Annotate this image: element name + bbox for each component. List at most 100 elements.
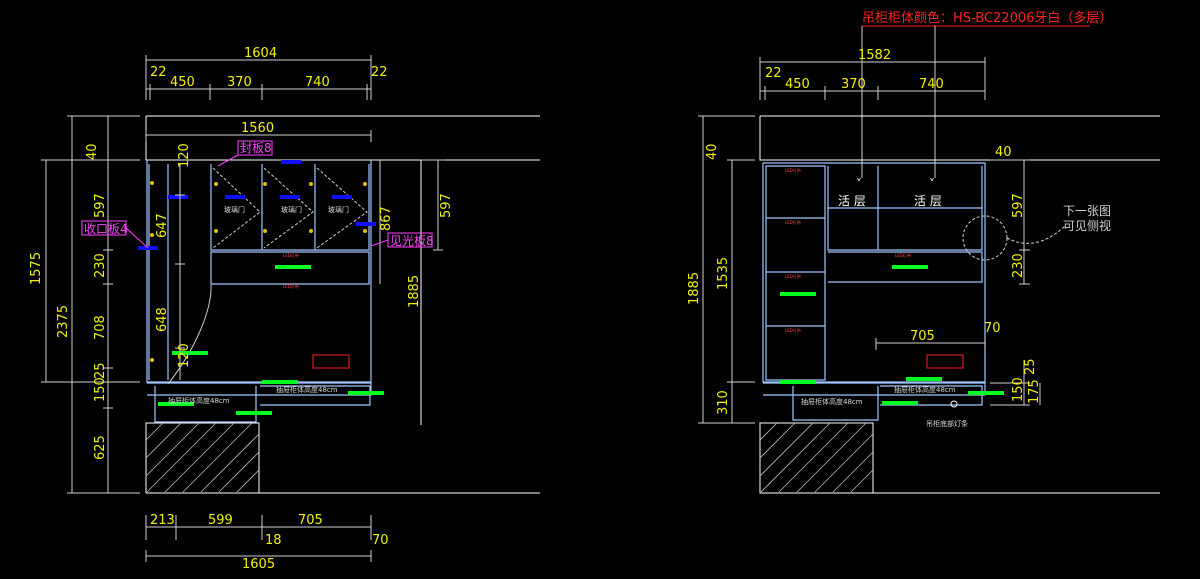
- right-base-board: [763, 382, 986, 396]
- right-right-dimension-lines: [875, 159, 1041, 406]
- right-wall-lines: [759, 115, 1160, 494]
- dim-22-right: 22: [371, 65, 388, 80]
- dim-120-bottom: 120: [177, 343, 192, 368]
- left-top-dimension-lines: [145, 55, 372, 142]
- dim-230: 230: [93, 253, 108, 278]
- mouth-note: 收口板4: [84, 222, 128, 236]
- right-dim-150: 150: [1011, 377, 1026, 402]
- right-lamp-label-5: LED灯带: [895, 252, 911, 258]
- dim-70-bottom: 70: [372, 533, 389, 548]
- dim-648: 648: [155, 307, 170, 332]
- chevron-down-icon: ˅: [856, 177, 862, 191]
- light-note: 见光板8: [390, 234, 434, 248]
- right-open-shelf: [828, 251, 983, 283]
- drawer-label-1: 抽屉柜体高度48cm: [276, 385, 338, 394]
- dim-2375: 2375: [56, 305, 71, 338]
- dim-1885: 1885: [407, 275, 422, 308]
- glass-door-dividers: [261, 164, 316, 250]
- dim-22-left: 22: [150, 65, 167, 80]
- dim-18: 18: [265, 533, 282, 548]
- dim-40: 40: [85, 143, 100, 160]
- curved-side-panel: [167, 284, 212, 385]
- door-label-3: 玻璃门: [328, 205, 349, 214]
- green-marks-right: [780, 265, 1004, 405]
- dim-450: 450: [170, 75, 195, 90]
- drawer-units: [154, 385, 371, 423]
- dim-597-right: 597: [439, 193, 454, 218]
- glass-door-bay: [210, 164, 370, 251]
- header-leaders: [861, 26, 936, 178]
- dim-740: 740: [305, 75, 330, 90]
- dim-625: 625: [93, 435, 108, 460]
- seal-note-box: [237, 140, 273, 156]
- right-dim-total: 1582: [858, 48, 891, 63]
- mouth-note-leader: [125, 227, 149, 249]
- chevron-down-icon: ˅: [929, 177, 935, 191]
- red-outlet-box: [312, 354, 350, 369]
- base-board: [147, 382, 372, 396]
- right-dim-310: 310: [716, 390, 731, 415]
- right-dim-175: 175: [1027, 379, 1042, 404]
- dim-647: 647: [155, 213, 170, 238]
- dim-1605: 1605: [242, 557, 275, 572]
- bottom-light-label: 吊柜底部灯条: [926, 419, 968, 428]
- left-column: [148, 164, 169, 380]
- dim-597: 597: [93, 193, 108, 218]
- right-dim-370: 370: [841, 77, 866, 92]
- dim-867: 867: [379, 206, 394, 231]
- right-lamp-label-1: LED灯带: [785, 167, 801, 173]
- right-dim-1535: 1535: [716, 257, 731, 290]
- hinge-marks: [150, 181, 367, 362]
- right-dim-1885: 1885: [687, 272, 702, 305]
- light-point: [950, 400, 958, 408]
- drawer-label-2: 抽屉柜体高度48cm: [168, 396, 230, 405]
- right-dim-25: 25: [1023, 358, 1038, 375]
- side-note-1: 下一张图: [1063, 204, 1111, 218]
- dim-705: 705: [298, 513, 323, 528]
- header-note: 吊柜柜体颜色：HS-BC22006牙白（多层）: [862, 10, 1112, 26]
- right-column-shelves: [766, 217, 825, 327]
- dim-inner-width: 1560: [241, 121, 274, 136]
- dim-total-width: 1604: [244, 46, 277, 61]
- right-drawer-label-2: 抽屉柜体高度48cm: [801, 397, 863, 406]
- open-shelf-box: [210, 251, 370, 285]
- right-dim-230: 230: [1011, 253, 1026, 278]
- right-lamp-label-2: LED灯带: [785, 219, 801, 225]
- right-elevation: 吊柜柜体颜色：HS-BC22006牙白（多层）: [687, 10, 1160, 494]
- right-top-dimension-lines: [759, 57, 986, 100]
- right-dim-705: 705: [910, 329, 935, 344]
- dim-25: 25: [93, 362, 108, 379]
- side-note-2: 可见侧视: [1063, 218, 1111, 233]
- left-elevation: 玻璃门 玻璃门 玻璃门 抽屉柜体高度48cm 抽屉柜体高度48cm LED灯带 …: [29, 46, 540, 572]
- door-swing-lines: [212, 167, 368, 249]
- dim-599: 599: [208, 513, 233, 528]
- dim-708: 708: [93, 315, 108, 340]
- right-hatch-lines: [759, 422, 874, 493]
- dim-150: 150: [93, 377, 108, 402]
- right-dim-70: 70: [984, 321, 1001, 336]
- right-cabinet-frame: [762, 162, 986, 383]
- right-upper-bay: [827, 166, 983, 251]
- right-dim-740: 740: [919, 77, 944, 92]
- right-dim-450: 450: [785, 77, 810, 92]
- side-view-leader: [1006, 225, 1066, 244]
- left-vertical-dimension-lines: [41, 115, 446, 494]
- green-marks-left: [158, 265, 384, 415]
- dim-370: 370: [227, 75, 252, 90]
- removable-shelf-left: 活 层: [838, 194, 866, 208]
- right-left-column: [765, 165, 826, 381]
- dim-213: 213: [150, 513, 175, 528]
- seal-note-leader: [217, 154, 239, 167]
- lamp-label-1: LED灯带: [283, 252, 299, 258]
- right-left-dimension-lines: [698, 115, 755, 424]
- right-lamp-label-4: LED灯带: [785, 327, 801, 333]
- lamp-label-2: LED灯带: [283, 283, 299, 289]
- seal-note: 封板8: [240, 141, 272, 155]
- blue-panel-marks: [138, 160, 376, 250]
- right-dim-22: 22: [765, 66, 782, 81]
- right-dim-40-left: 40: [705, 143, 720, 160]
- left-bottom-dimension-lines: [145, 515, 372, 562]
- right-lamp-label-3: LED灯带: [785, 273, 801, 279]
